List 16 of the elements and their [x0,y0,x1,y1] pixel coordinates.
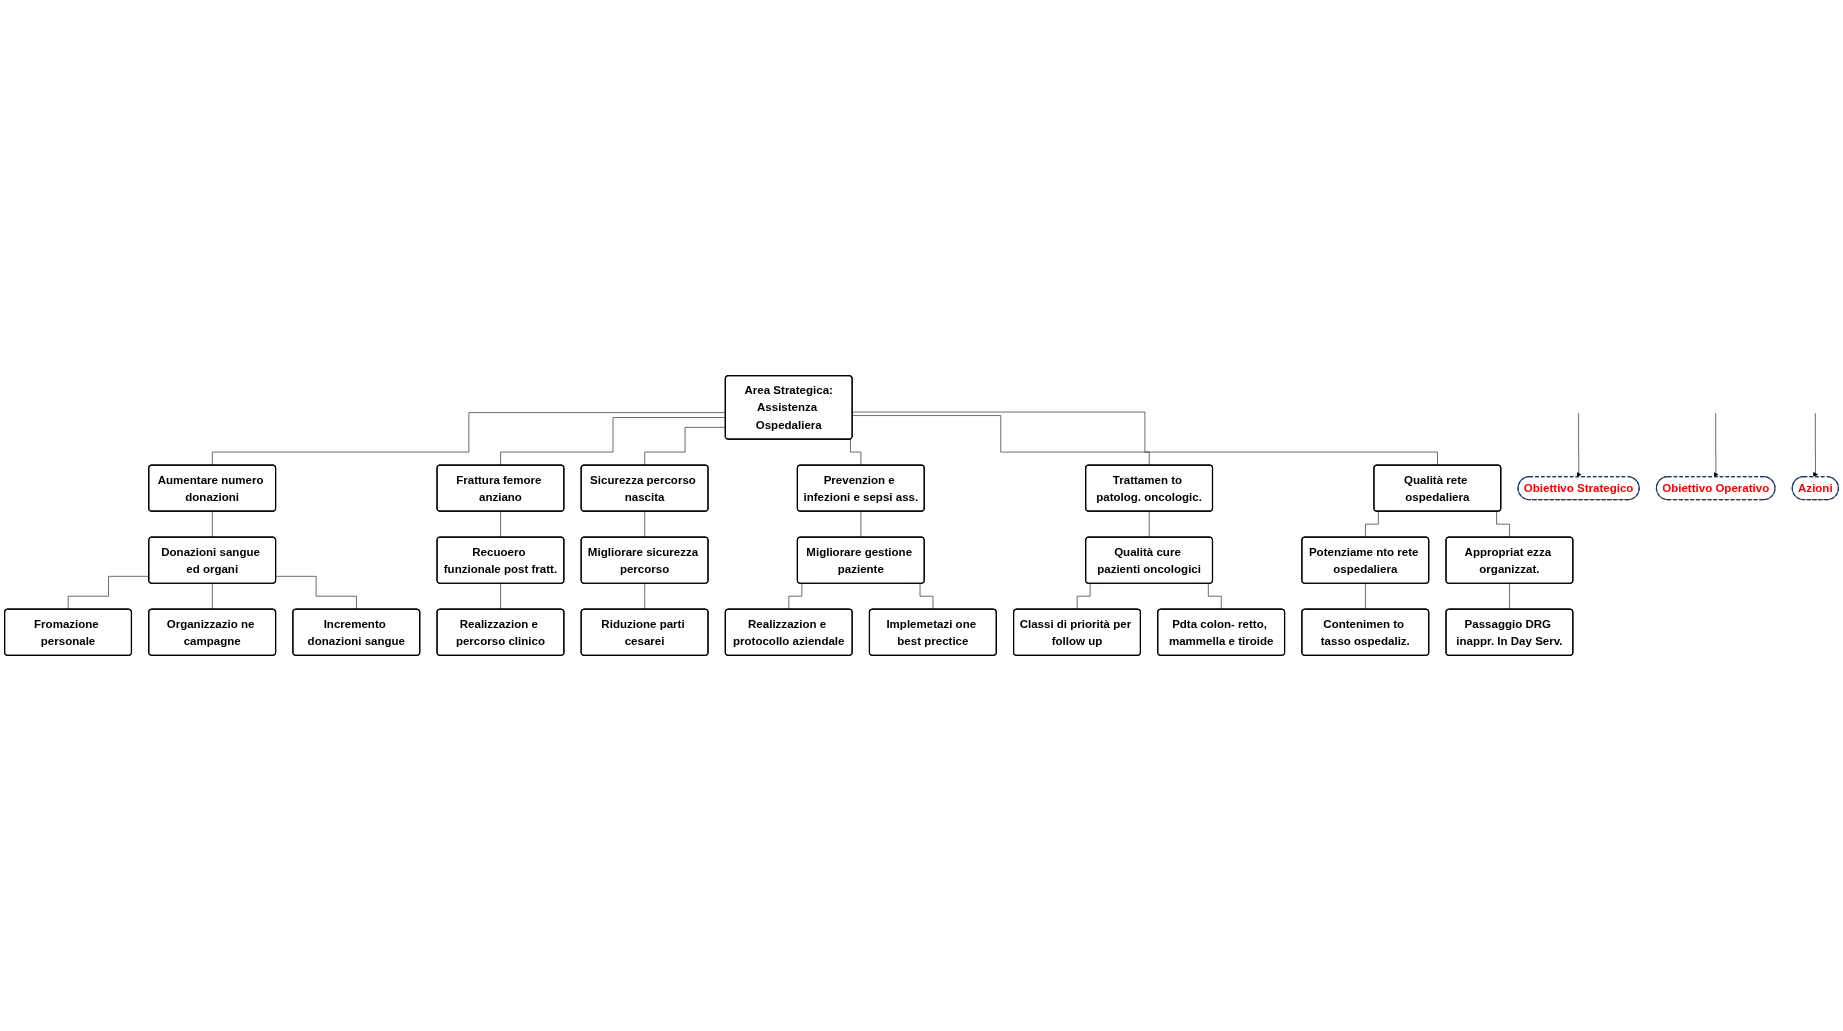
connector [212,511,213,538]
connector [212,583,213,610]
connector [500,417,726,466]
connector [1509,583,1510,610]
connector [852,411,1438,466]
connector [644,511,646,538]
connector [1365,583,1366,610]
connector [852,415,1150,466]
connector [500,583,502,610]
connector [500,511,502,538]
connector [860,511,862,538]
connector [275,576,357,610]
connector [644,427,726,466]
connector [212,412,726,466]
connector [1148,511,1150,538]
connector [644,583,646,610]
